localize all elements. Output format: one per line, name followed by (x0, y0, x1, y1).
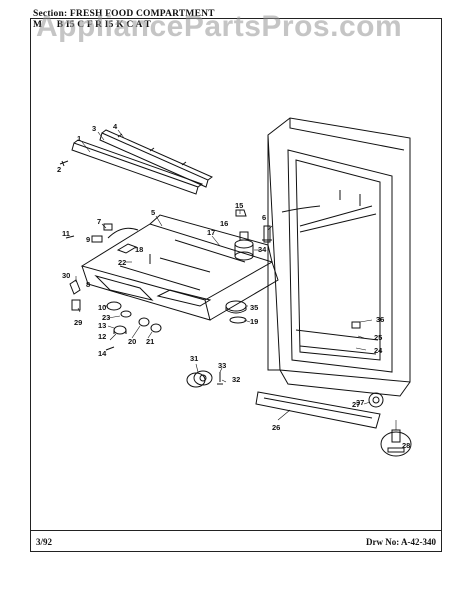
callout-31: 31 (190, 354, 198, 363)
callout-18: 18 (135, 245, 143, 254)
callout-3: 3 (92, 124, 96, 133)
footer-date: 3/92 (36, 537, 53, 547)
callout-6: 6 (262, 213, 266, 222)
part-20-knob (138, 317, 150, 327)
callout-16: 16 (220, 219, 228, 228)
part-3-strip (99, 129, 213, 188)
callout-30: 30 (62, 271, 70, 280)
callout-17: 17 (207, 228, 215, 237)
callout-2: 2 (57, 165, 61, 174)
callout-19: 19 (250, 317, 258, 326)
callout-15: 15 (235, 201, 243, 210)
footer-drawing-number: Drw No: A-42-340 (366, 537, 436, 547)
part-19 (229, 316, 247, 324)
part-9-clip (91, 235, 103, 243)
callout-7: 7 (97, 217, 101, 226)
part-33-screw (217, 372, 223, 385)
evaporator-cover-assembly (80, 214, 279, 321)
part-21-dial (150, 323, 162, 333)
part-7-sensor (103, 223, 113, 231)
footer-divider (30, 530, 442, 531)
part-30-bracket (69, 279, 81, 295)
callout-10: 10 (98, 303, 106, 312)
part-15 (235, 209, 247, 217)
part-11-screw (65, 235, 75, 239)
callout-34: 34 (258, 245, 267, 254)
callout-37: 37 (356, 398, 364, 407)
section-title: FRESH FOOD COMPARTMENT (69, 9, 215, 19)
part-16-fan-motor (234, 231, 254, 261)
callout-27: 27 (352, 400, 360, 409)
callout-21: 21 (146, 337, 154, 346)
callout-numbers: 1 2 3 4 5 6 7 8 9 10 11 12 13 14 15 16 1… (57, 122, 410, 450)
callout-24: 24 (374, 346, 383, 355)
model-label: M (33, 20, 43, 30)
part-14-screw (105, 346, 115, 351)
part-1-strip (71, 139, 204, 195)
part-28-leveler (380, 429, 412, 457)
callout-11: 11 (62, 229, 70, 238)
callout-20: 20 (128, 337, 136, 346)
model-heading: M B I5 C F R I5 K C A T (33, 20, 151, 30)
screw-2 (59, 160, 69, 167)
callout-22: 22 (118, 258, 126, 267)
callout-32: 32 (232, 375, 240, 384)
model-text: B I5 C F R I5 K C A T (56, 20, 151, 30)
callout-9: 9 (86, 235, 90, 244)
part-6-bracket (262, 225, 272, 243)
section-label: Section: (33, 9, 68, 19)
part-27-roller (368, 392, 384, 408)
part-13-knob (113, 325, 127, 335)
callout-1: 1 (77, 134, 81, 143)
callout-28: 28 (402, 441, 410, 450)
part-23-knob (120, 310, 132, 318)
callout-29: 29 (74, 318, 82, 327)
callout-14: 14 (98, 349, 107, 358)
part-10-disc (106, 301, 122, 311)
part-29-switch (71, 299, 81, 311)
cabinet-liner (267, 117, 411, 397)
callout-5: 5 (151, 208, 155, 217)
callout-4: 4 (113, 122, 118, 131)
callout-33: 33 (218, 361, 226, 370)
part-31-roller (186, 370, 213, 388)
section-heading: Section: FRESH FOOD COMPARTMENT (33, 9, 215, 19)
callout-25: 25 (374, 333, 382, 342)
callout-26: 26 (272, 423, 280, 432)
callout-23: 23 (102, 313, 110, 322)
callout-35: 35 (250, 303, 258, 312)
part-35 (225, 300, 247, 312)
callout-12: 12 (98, 332, 106, 341)
callout-13: 13 (98, 321, 106, 330)
part-26-kickplate (255, 391, 381, 429)
callout-36: 36 (376, 315, 384, 324)
callout-8: 8 (86, 280, 90, 289)
diagram-frame (30, 18, 442, 552)
